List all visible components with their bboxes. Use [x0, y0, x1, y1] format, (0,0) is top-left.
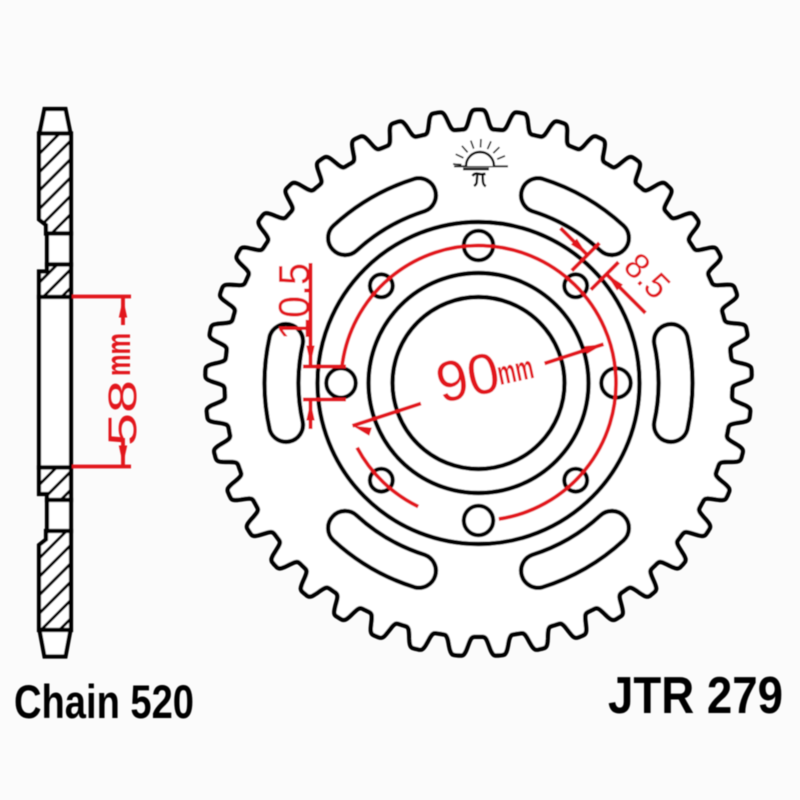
- svg-text:mm: mm: [494, 348, 537, 392]
- svg-text:Chain 520: Chain 520: [14, 676, 194, 729]
- svg-text:10.5: 10.5: [270, 263, 319, 340]
- svg-text:58: 58: [101, 380, 145, 446]
- svg-text:JTR 279: JTR 279: [608, 666, 783, 724]
- svg-text:mm: mm: [100, 333, 138, 376]
- svg-text:90: 90: [430, 340, 505, 416]
